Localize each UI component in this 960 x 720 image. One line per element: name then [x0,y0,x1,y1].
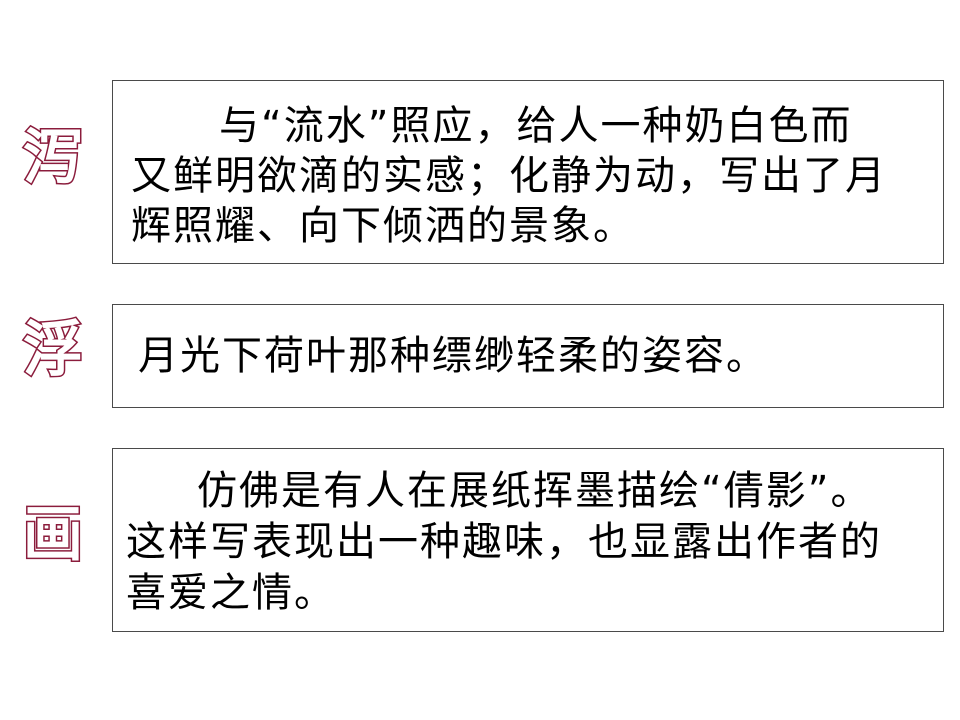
side-label-xie: 泻 [22,123,85,193]
explanation-line: 与“流水”照应，给人一种奶白色而 [219,103,853,149]
explanation-line: 辉照耀、向下倾洒的景象。 [131,203,635,249]
explanation-line: 仿佛是有人在展纸挥墨描绘“倩影”。 [197,468,873,514]
side-label-fu: 浮 [22,315,85,385]
explanation-box-xie: 与“流水”照应，给人一种奶白色而 又鲜明欲滴的实感；化静为动，写出了月 辉照耀、… [112,80,944,264]
explanation-line: 喜爱之情。 [126,570,336,616]
side-label-hua: 画 [22,500,85,570]
explanation-line: 这样写表现出一种趣味，也显露出作者的 [126,519,882,565]
explanation-box-hua: 仿佛是有人在展纸挥墨描绘“倩影”。 这样写表现出一种趣味，也显露出作者的 喜爱之… [112,448,944,632]
explanation-line: 又鲜明欲滴的实感；化静为动，写出了月 [131,153,887,199]
explanation-box-fu: 月光下荷叶那种缥缈轻柔的姿容。 [112,304,944,408]
explanation-line: 月光下荷叶那种缥缈轻柔的姿容。 [138,333,768,379]
